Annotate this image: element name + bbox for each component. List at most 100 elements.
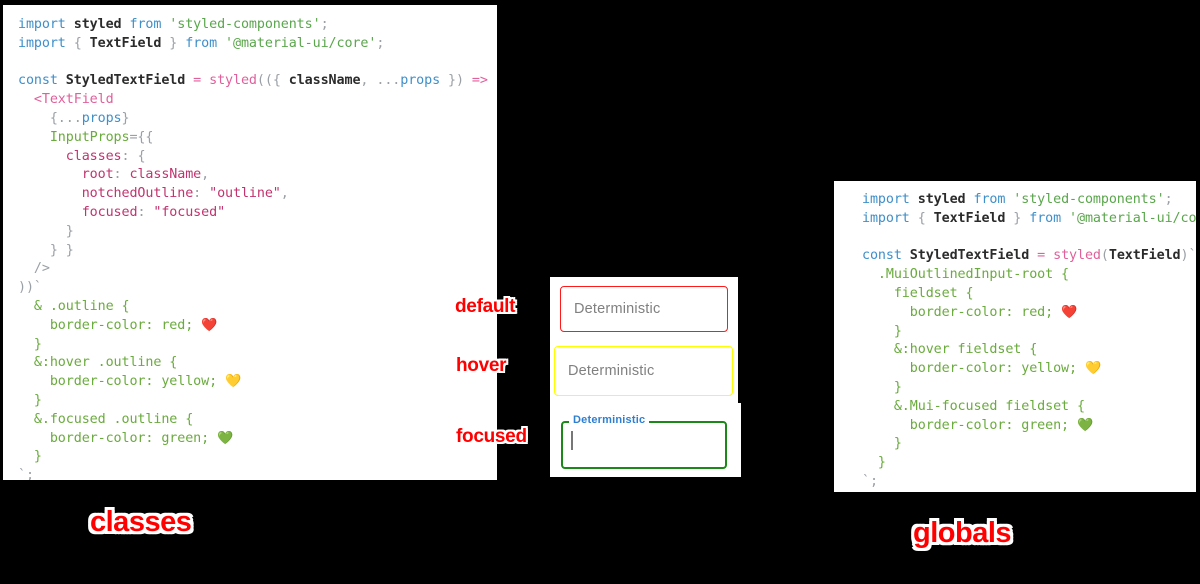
code-token: , [280,186,289,202]
code-token: border-color: red; [18,317,202,333]
code-token: import [862,210,918,226]
code-token: .MuiOutlinedInput-root { [862,267,1070,283]
left-code-panel: import styled from 'styled-components';i… [3,5,497,480]
code-token: } [862,323,902,339]
code-token: } [18,336,42,352]
annotation-default: default [453,295,516,319]
code-token: classes [18,148,122,164]
code-token: focused [18,204,138,220]
code-line: & .outline { [18,298,497,317]
textfield-hover[interactable]: Deterministic [554,346,733,396]
code-line: /> [18,260,497,279]
code-token: 'styled-components' [169,17,321,32]
code-token: StyledTextField [909,248,1030,264]
code-token: }) [440,73,472,89]
code-line: } } [18,242,497,261]
code-token: = [185,73,210,89]
code-token: {... [18,110,82,126]
code-line: } [18,223,497,242]
code-token: { [917,210,934,226]
right-code-panel: import styled from 'styled-components';i… [834,181,1196,492]
code-token: '@material-ui/core' [1069,210,1196,226]
code-token: className [288,73,361,89]
code-token: , [360,73,377,89]
code-token: ( [496,73,497,88]
code-token: , [201,167,210,183]
code-token: ( [1100,248,1109,264]
code-token: InputProps [18,129,130,145]
code-token: styled [73,17,122,32]
annotation-hover: hover [454,354,508,378]
code-token: styled [209,73,257,89]
code-token: border-color: green; [862,417,1077,433]
textfield-focused[interactable] [561,421,727,469]
code-token: } [862,436,902,452]
code-token: (({ [256,73,289,89]
left-code-listing: import styled from 'styled-components';i… [3,5,497,480]
code-token: 'styled-components' [1013,192,1165,207]
code-token: className [129,167,202,183]
code-line: `; [18,467,497,480]
code-token: props [400,73,441,89]
code-line: &:hover fieldset { [862,341,1196,360]
code-token: : [193,186,210,202]
code-token: ❤️ [1061,304,1078,320]
code-line: } [862,454,1196,473]
code-token: ... [376,73,401,89]
code-line: focused: "focused" [18,204,497,223]
code-token: } [18,223,74,239]
code-token: from [185,35,226,51]
code-token: &:hover fieldset { [862,342,1038,358]
code-token: props [81,110,122,126]
code-token: ; [1164,192,1173,207]
code-line: <TextField [18,91,497,110]
code-token: 💛 [1084,361,1102,377]
code-token: } [18,392,42,408]
code-line: {...props} [18,110,497,129]
code-line: } [862,323,1196,342]
title-classes: classes [87,504,194,541]
code-token: styled [1053,248,1101,264]
code-token: fieldset { [862,285,974,301]
text-caret [571,431,573,450]
code-line [862,229,1196,248]
code-token: { [73,35,90,51]
code-line: ))` [18,279,497,298]
code-token: "focused" [153,204,226,220]
code-token: StyledTextField [65,73,186,89]
code-token: : [137,204,154,220]
code-token: "outline" [209,186,281,202]
code-token: ❤️ [201,317,218,333]
code-line: } [18,336,497,355]
code-line: const StyledTextField = styled(TextField… [862,247,1196,266]
code-token: } [121,110,130,126]
code-line: border-color: green; 💚 [18,430,497,449]
code-token: from [1029,210,1070,226]
code-line: const StyledTextField = styled(({ classN… [18,72,497,91]
code-token: TextField [933,210,1006,226]
textfield-default[interactable]: Deterministic [560,286,728,332]
code-line: .MuiOutlinedInput-root { [862,266,1196,285]
code-token: &:hover .outline { [18,355,178,371]
code-line: } [862,379,1196,398]
code-token: `; [862,473,878,489]
code-token: '@material-ui/core' [225,35,377,51]
code-line: import styled from 'styled-components'; [862,191,1196,210]
code-token: const [18,73,66,89]
code-token: root [18,167,114,183]
code-line: classes: { [18,148,497,167]
code-token: 💚 [217,430,234,446]
code-token: &.focused .outline { [18,411,194,427]
code-token: <TextField [18,92,114,108]
code-token: `; [18,468,34,480]
code-line: fieldset { [862,285,1196,304]
code-line: import { TextField } from '@material-ui/… [18,35,497,54]
code-token: styled [917,192,966,207]
code-token: } [862,455,886,471]
code-token: from [121,17,170,32]
code-token: } [161,35,186,51]
code-token: } [18,449,42,465]
annotation-focused: focused [455,425,529,449]
code-token: const [862,248,910,264]
code-line: notchedOutline: "outline", [18,185,497,204]
